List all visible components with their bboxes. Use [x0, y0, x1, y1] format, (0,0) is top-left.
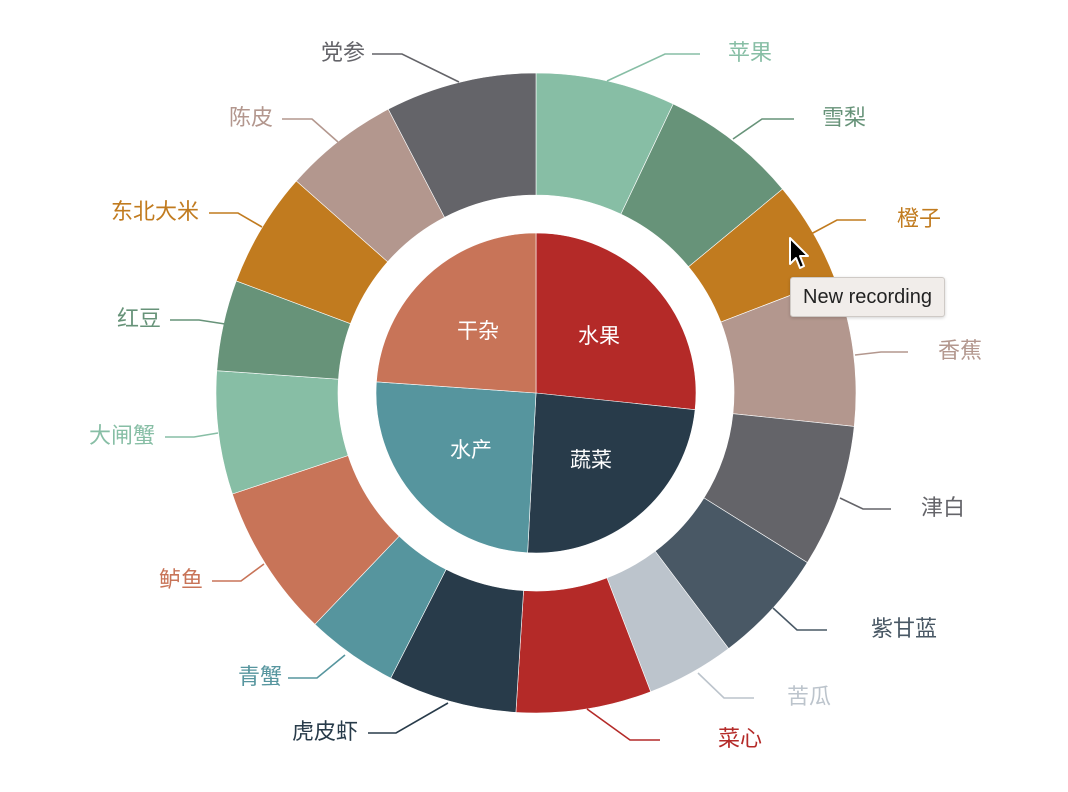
outer-slice-label: 虎皮虾 [292, 720, 358, 745]
leader-line [732, 118, 794, 140]
leader-line [288, 654, 346, 679]
outer-slice-label: 党参 [321, 41, 365, 66]
outer-slice-label: 香蕉 [938, 339, 982, 364]
leader-line [839, 497, 891, 510]
outer-ring [215, 72, 857, 714]
inner-slice-label: 干杂 [457, 319, 499, 343]
outer-slice-label: 菜心 [718, 727, 762, 752]
outer-slice-label: 苦瓜 [787, 685, 831, 710]
leader-line [282, 118, 339, 143]
leader-line [170, 319, 226, 325]
tooltip-text: New recording [803, 286, 932, 308]
outer-slice-label: 东北大米 [111, 200, 199, 225]
tooltip: New recording [790, 277, 945, 317]
leader-line [368, 702, 449, 734]
inner-slice[interactable] [375, 381, 537, 554]
outer-slice-label: 鲈鱼 [159, 568, 203, 593]
inner-slice[interactable] [376, 232, 537, 394]
leader-line [854, 351, 908, 356]
inner-slice-label: 蔬菜 [570, 448, 612, 472]
outer-slice-label: 青蟹 [238, 665, 282, 690]
leader-line [165, 432, 219, 438]
outer-slice-label: 大闸蟹 [89, 424, 155, 449]
outer-slice-label: 陈皮 [229, 106, 273, 131]
leader-line [810, 219, 866, 235]
leader-line [772, 607, 827, 631]
outer-slice-label: 苹果 [728, 41, 772, 66]
inner-slice[interactable] [535, 232, 697, 411]
outer-slice-label: 雪梨 [822, 106, 866, 131]
outer-slice-label: 红豆 [117, 307, 161, 332]
outer-slice-label: 津白 [921, 496, 965, 521]
leader-line [372, 53, 460, 83]
inner-slice[interactable] [527, 392, 696, 554]
leader-line [697, 672, 754, 699]
outer-slice-label: 紫甘蓝 [871, 617, 937, 642]
leader-line [586, 708, 660, 741]
inner-slice-label: 水果 [578, 324, 620, 348]
leader-line [606, 53, 700, 82]
outer-slice[interactable] [387, 72, 537, 218]
inner-pie [375, 232, 697, 554]
outer-slice-label: 橙子 [897, 207, 941, 232]
leader-line [212, 563, 265, 582]
mouse-pointer-icon [789, 237, 809, 269]
leader-lines [165, 53, 908, 741]
leader-line [209, 212, 263, 228]
inner-slice-label: 水产 [450, 438, 492, 462]
